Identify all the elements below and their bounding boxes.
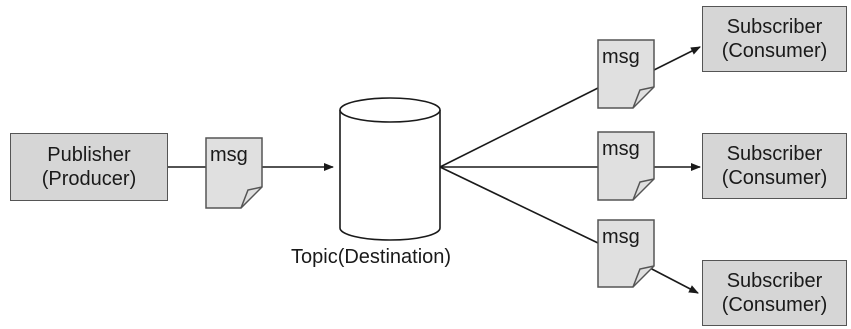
publisher-box: Publisher (Producer) [10, 133, 168, 201]
publisher-label-line1: Publisher [47, 144, 131, 166]
msg-label-publisher: msg [210, 144, 248, 166]
arrow-msg-1-to-subscriber-1 [653, 46, 701, 71]
msg-document-3 [597, 219, 655, 288]
arrow-msg-3-to-subscriber-3 [647, 266, 699, 294]
subscriber-2-label-line1: Subscriber [726, 143, 823, 165]
msg-document-2 [597, 131, 655, 201]
subscriber-box-2: Subscriber (Consumer) [702, 133, 847, 199]
subscriber-2-label-line2: (Consumer) [721, 167, 828, 189]
msg-label-1: msg [602, 46, 640, 68]
subscriber-1-label-line2: (Consumer) [721, 40, 828, 62]
topic-label: Topic(Destination) [291, 246, 452, 268]
subscriber-1-label-line1: Subscriber [726, 16, 823, 38]
msg-label-3: msg [602, 226, 640, 248]
connector-topic-to-msg-1 [439, 87, 599, 168]
connector-topic-to-msg-3 [439, 166, 599, 244]
subscriber-box-3: Subscriber (Consumer) [702, 260, 847, 326]
msg-label-2: msg [602, 138, 640, 160]
subscriber-3-label-line2: (Consumer) [721, 294, 828, 316]
publisher-label-line2: (Producer) [41, 168, 137, 190]
msg-document-1 [597, 39, 655, 109]
subscriber-box-1: Subscriber (Consumer) [702, 6, 847, 72]
topic-cylinder [339, 97, 441, 241]
msg-document-publisher [205, 137, 263, 209]
subscriber-3-label-line1: Subscriber [726, 270, 823, 292]
